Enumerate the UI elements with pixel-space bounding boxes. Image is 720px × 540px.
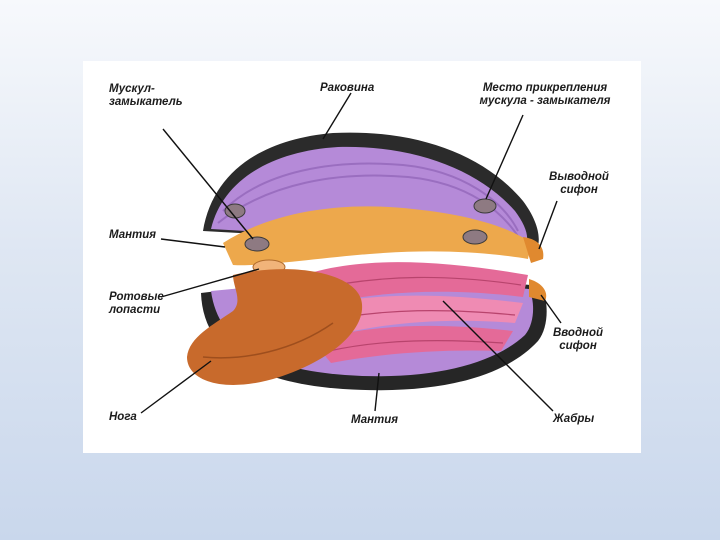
label-shell: Раковина: [320, 82, 375, 94]
leader-mantle-bottom: [374, 372, 380, 412]
leader-shell: [322, 92, 352, 140]
leader-mouth-lobes: [160, 268, 260, 298]
muscle-spot-4: [462, 229, 488, 245]
label-foot: Нога: [109, 411, 137, 423]
leader-attachment: [485, 114, 524, 200]
diagram-panel: Мускул- замыкатель Раковина Место прикре…: [83, 61, 641, 453]
label-mouth-lobes: Ротовые лопасти: [109, 291, 164, 316]
leader-muscle: [162, 128, 254, 240]
label-attachment: Место прикрепления мускула - замыкателя: [479, 82, 611, 107]
label-muscle: Мускул- замыкатель: [109, 83, 183, 108]
muscle-spot-3: [473, 198, 497, 214]
leader-mantle-top: [160, 238, 226, 248]
leader-inlet-siphon: [540, 294, 562, 324]
label-mantle-bottom: Мантия: [351, 414, 399, 426]
upper-mantle-edge: [223, 206, 531, 266]
muscle-spot-2: [244, 236, 270, 252]
label-gills: Жабры: [553, 413, 595, 425]
label-outlet-siphon: Выводной сифон: [549, 171, 609, 196]
label-inlet-siphon: Вводной сифон: [552, 327, 604, 352]
leader-outlet-siphon: [538, 200, 558, 250]
outlet-siphon-shape: [523, 237, 544, 263]
leader-foot: [140, 360, 212, 414]
leader-gills: [442, 300, 554, 412]
foot-shape: [187, 269, 363, 385]
label-mantle-top: Мантия: [109, 229, 157, 241]
bivalve-anatomy-illustration: [140, 92, 562, 414]
